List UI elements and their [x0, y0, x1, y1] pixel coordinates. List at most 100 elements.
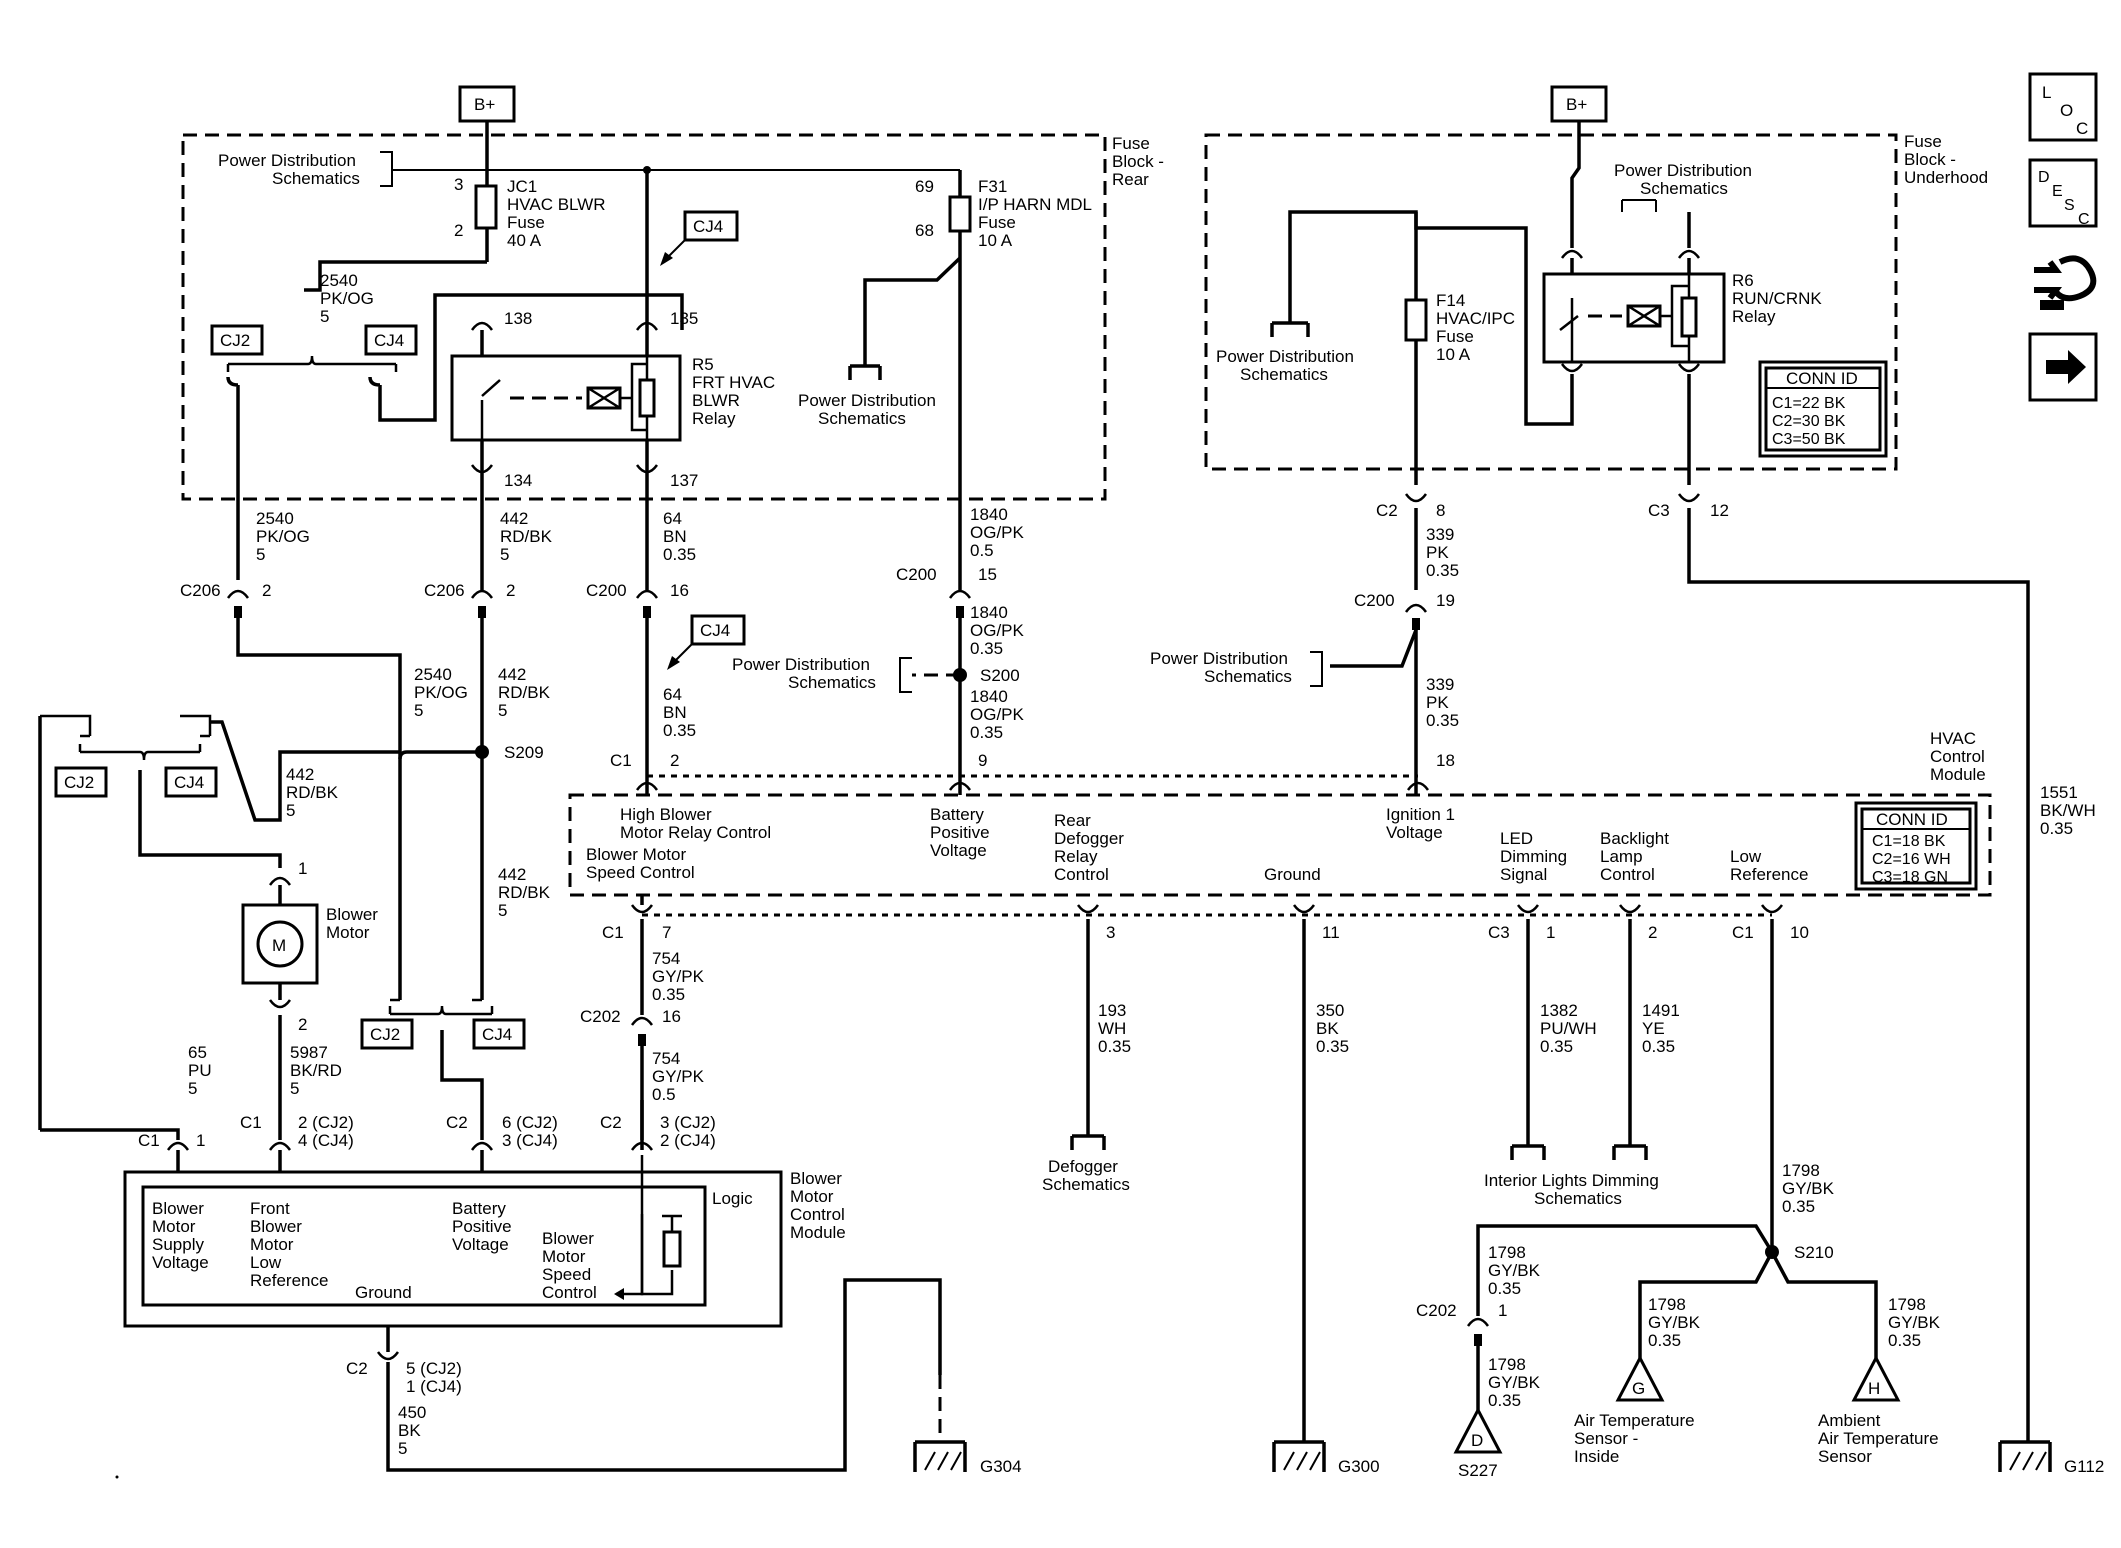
svg-text:Schematics: Schematics [1640, 179, 1728, 198]
svg-text:C3: C3 [1648, 501, 1670, 520]
svg-text:PK: PK [1426, 543, 1449, 562]
svg-text:5987: 5987 [290, 1043, 328, 1062]
svg-text:Schematics: Schematics [1042, 1175, 1130, 1194]
battery-plus-label-right: B+ [1566, 95, 1587, 114]
svg-text:Rear: Rear [1112, 170, 1149, 189]
svg-text:Supply: Supply [152, 1235, 204, 1254]
svg-text:7: 7 [662, 923, 671, 942]
svg-text:442: 442 [286, 765, 314, 784]
svg-text:68: 68 [915, 221, 934, 240]
svg-text:OG/PK: OG/PK [970, 621, 1025, 640]
svg-text:BK: BK [1316, 1019, 1339, 1038]
next-arrow-icon[interactable] [2028, 332, 2098, 402]
svg-text:Voltage: Voltage [1386, 823, 1443, 842]
connector-c206-right: C206 2 [424, 581, 515, 600]
svg-text:1840: 1840 [970, 687, 1008, 706]
power-distribution-label-6: Power Distribution Schematics [1150, 649, 1292, 686]
svg-text:0.35: 0.35 [1782, 1197, 1815, 1216]
svg-text:Schematics: Schematics [1204, 667, 1292, 686]
svg-text:2: 2 [670, 751, 679, 770]
svg-text:Fuse: Fuse [507, 213, 545, 232]
desc-icon[interactable]: D E S C [2028, 158, 2098, 228]
svg-text:CJ4: CJ4 [693, 217, 723, 236]
wiring-link-icon[interactable] [2034, 255, 2097, 310]
svg-text:3 (CJ2): 3 (CJ2) [660, 1113, 716, 1132]
svg-text:GY/PK: GY/PK [652, 967, 705, 986]
svg-text:5: 5 [256, 545, 265, 564]
interior-lights-schematics-label: Interior Lights Dimming Schematics [1484, 1171, 1659, 1208]
air-temperature-sensor-inside: G Air Temperature Sensor - Inside [1574, 1354, 1695, 1466]
svg-text:C2: C2 [1376, 501, 1398, 520]
svg-text:Power Distribution: Power Distribution [1216, 347, 1354, 366]
splice-s210: S210 [1794, 1243, 1834, 1262]
svg-text:65: 65 [188, 1043, 207, 1062]
svg-text:F14: F14 [1436, 291, 1465, 310]
svg-text:C2=16 WH: C2=16 WH [1872, 851, 1951, 868]
svg-text:5: 5 [320, 307, 329, 326]
svg-text:442: 442 [500, 509, 528, 528]
svg-text:G112: G112 [2064, 1457, 2104, 1476]
svg-text:C2: C2 [600, 1113, 622, 1132]
svg-text:Control: Control [790, 1205, 845, 1224]
svg-text:0.35: 0.35 [1488, 1391, 1521, 1410]
svg-text:JC1: JC1 [507, 177, 537, 196]
hvac-bottom-pins: C1 7 3 11 C3 1 2 C1 10 [602, 904, 1809, 942]
cj4-tag-5 [690, 614, 746, 646]
svg-text:Speed Control: Speed Control [586, 863, 695, 882]
svg-text:1382: 1382 [1540, 1001, 1578, 1020]
svg-text:3 (CJ4): 3 (CJ4) [502, 1131, 558, 1150]
svg-text:Defogger: Defogger [1054, 829, 1124, 848]
svg-text:1: 1 [298, 859, 307, 878]
loc-icon[interactable]: L O C [2028, 72, 2098, 142]
svg-text:339: 339 [1426, 525, 1454, 544]
svg-text:Relay: Relay [692, 409, 736, 428]
svg-text:Control: Control [1930, 747, 1985, 766]
svg-text:0.35: 0.35 [1488, 1279, 1521, 1298]
svg-text:193: 193 [1098, 1001, 1126, 1020]
svg-text:Dimming: Dimming [1500, 847, 1567, 866]
svg-text:Defogger: Defogger [1048, 1157, 1118, 1176]
defogger-schematics-label: Defogger Schematics [1042, 1157, 1130, 1194]
svg-text:Ambient: Ambient [1818, 1411, 1881, 1430]
svg-text:Power Distribution: Power Distribution [218, 151, 356, 170]
svg-text:1798: 1798 [1888, 1295, 1926, 1314]
svg-text:Backlight: Backlight [1600, 829, 1669, 848]
svg-text:339: 339 [1426, 675, 1454, 694]
svg-text:GY/BK: GY/BK [1888, 1313, 1941, 1332]
svg-text:5: 5 [188, 1079, 197, 1098]
svg-text:2540: 2540 [414, 665, 452, 684]
svg-text:CJ4: CJ4 [174, 773, 204, 792]
svg-text:2: 2 [506, 581, 515, 600]
svg-text:Blower: Blower [152, 1199, 204, 1218]
svg-text:Relay: Relay [1732, 307, 1776, 326]
svg-text:2: 2 [298, 1015, 307, 1034]
svg-text:C2: C2 [346, 1359, 368, 1378]
svg-text:8: 8 [1436, 501, 1445, 520]
svg-text:Positive: Positive [452, 1217, 512, 1236]
svg-text:RD/BK: RD/BK [498, 883, 551, 902]
cj2-tag-4 [360, 1018, 414, 1050]
svg-text:Blower: Blower [790, 1169, 842, 1188]
svg-text:16: 16 [670, 581, 689, 600]
svg-text:Low: Low [1730, 847, 1762, 866]
svg-text:GY/BK: GY/BK [1782, 1179, 1835, 1198]
svg-text:9: 9 [978, 751, 987, 770]
battery-plus-label-left: B+ [474, 95, 495, 114]
cj4-tag-1 [364, 324, 418, 356]
svg-text:GY/BK: GY/BK [1648, 1313, 1701, 1332]
svg-text:PK/OG: PK/OG [320, 289, 374, 308]
svg-text:BK/RD: BK/RD [290, 1061, 342, 1080]
svg-text:S227: S227 [1458, 1461, 1498, 1480]
svg-text:C1: C1 [1732, 923, 1754, 942]
svg-text:H: H [1868, 1379, 1880, 1398]
svg-text:1: 1 [196, 1131, 205, 1150]
svg-text:RUN/CRNK: RUN/CRNK [1732, 289, 1822, 308]
svg-text:C2=30 BK: C2=30 BK [1772, 413, 1846, 430]
svg-text:2540: 2540 [320, 271, 358, 290]
ground-g112: G112 [1998, 1440, 2104, 1476]
svg-text:Blower: Blower [250, 1217, 302, 1236]
svg-text:Schematics: Schematics [272, 169, 360, 188]
svg-text:C1=22 BK: C1=22 BK [1772, 395, 1846, 412]
svg-text:5: 5 [498, 901, 507, 920]
